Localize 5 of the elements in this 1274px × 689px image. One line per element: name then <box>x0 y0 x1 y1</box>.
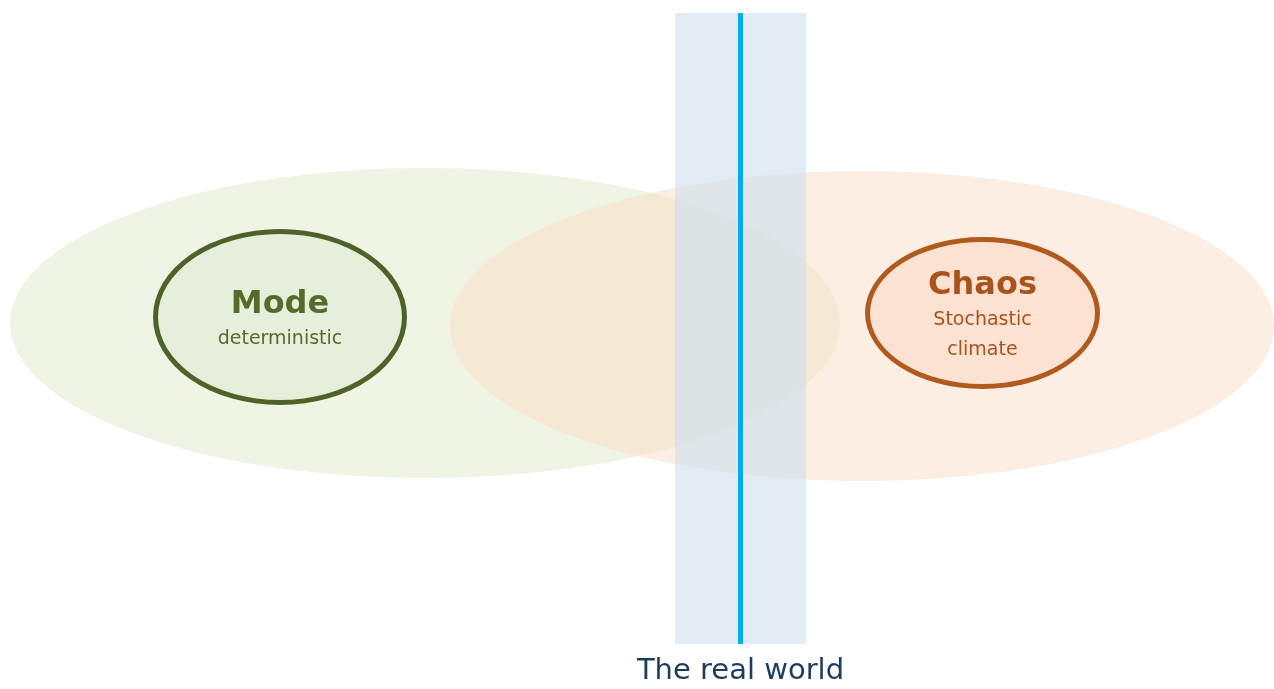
ellipse-subtitle: deterministic <box>216 325 344 350</box>
band-label: The real world <box>636 652 845 686</box>
ellipse-subtitle: Stochastic climate <box>932 306 1033 361</box>
ellipse-title: Mode <box>229 282 331 322</box>
ellipse-title: Chaos <box>927 263 1038 303</box>
